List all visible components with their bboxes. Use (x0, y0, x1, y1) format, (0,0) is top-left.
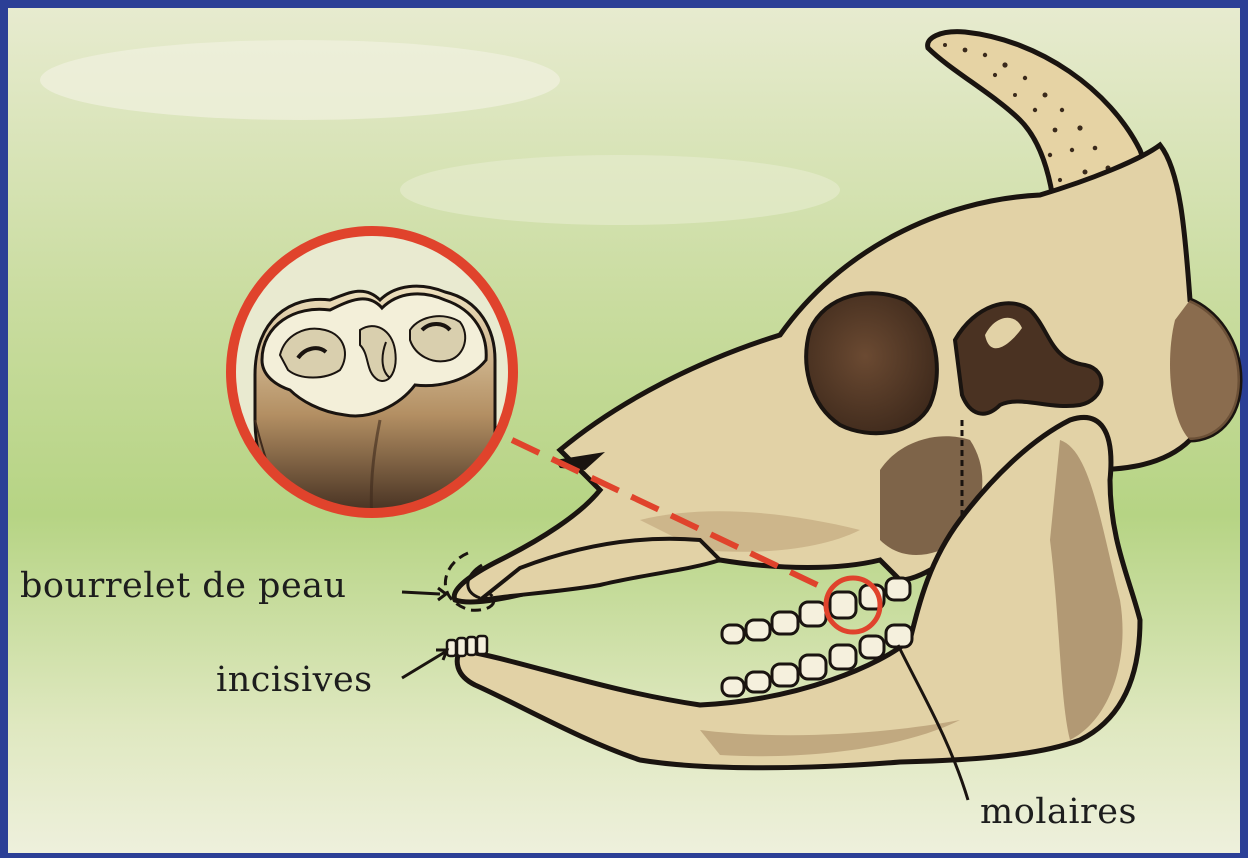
bourrelet-leader (402, 592, 440, 594)
label-bourrelet-de-peau: bourrelet de peau (20, 566, 347, 606)
orbit (806, 293, 937, 433)
label-incisives: incisives (216, 660, 373, 700)
incisors (447, 636, 487, 656)
label-molaires: molaires (980, 792, 1137, 832)
